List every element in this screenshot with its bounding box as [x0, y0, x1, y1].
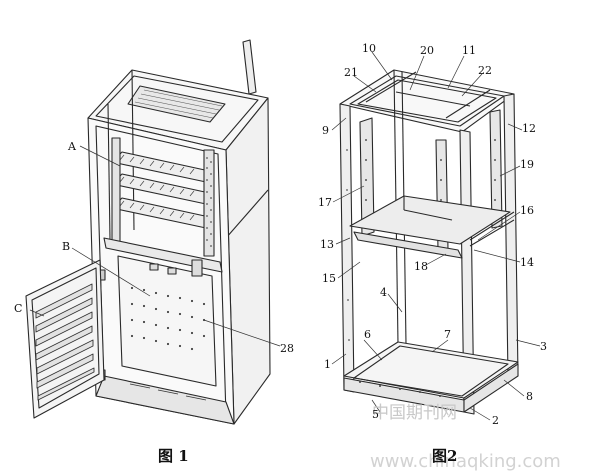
perforated-rail-right	[203, 149, 215, 257]
fig2-label-3: 3	[540, 340, 547, 353]
door-louvers	[35, 283, 95, 401]
fig2-label-4: 4	[380, 286, 387, 299]
fig2-label-10: 10	[362, 42, 376, 55]
mounting-rail-rear	[489, 109, 503, 229]
figure-2-caption: 图2	[432, 447, 457, 465]
fig2-label-16: 16	[520, 204, 534, 217]
middle-cross-beam	[349, 195, 511, 245]
fig2-label-17: 17	[318, 196, 332, 209]
fig2-label-18: 18	[414, 260, 428, 273]
figure-1-caption: 图 1	[158, 447, 189, 465]
fig2-label-21: 21	[344, 66, 358, 79]
fig2-label-8: 8	[526, 390, 533, 403]
fig2-label-15: 15	[322, 272, 336, 285]
fig1-label-a: A	[67, 140, 77, 153]
watermark-url: www.chinaqking.com	[370, 451, 561, 472]
rear-right-post	[503, 93, 519, 379]
fig2-label-12: 12	[522, 122, 536, 135]
fig1-label-c: C	[14, 302, 22, 315]
fig1-label-28: 28	[280, 342, 294, 355]
bottom-frame	[343, 341, 519, 399]
figure-2-frame	[339, 69, 519, 415]
fig2-label-20: 20	[420, 44, 434, 57]
fig2-label-11: 11	[462, 44, 476, 57]
figure-1-cabinet	[25, 39, 271, 425]
front-left-post	[339, 103, 355, 393]
fig2-label-14: 14	[520, 256, 534, 269]
figure-2-leaders	[331, 51, 541, 421]
mounting-plate	[117, 255, 217, 387]
antenna	[242, 39, 257, 95]
watermark-cn: 中国期刊网	[372, 403, 457, 423]
fig2-label-22: 22	[478, 64, 492, 77]
fig1-label-b: B	[62, 240, 70, 253]
fig2-label-19: 19	[520, 158, 534, 171]
fig2-label-7: 7	[444, 328, 451, 341]
mounting-rail-left	[359, 117, 375, 237]
front-right-post	[459, 129, 475, 415]
bottom-plinth	[95, 375, 235, 425]
figure-1-leaders	[29, 145, 281, 347]
fig2-label-5: 5	[372, 408, 379, 421]
perforated-rail-left	[111, 137, 121, 243]
fig2-label-9: 9	[322, 124, 329, 137]
fig2-label-1: 1	[324, 358, 331, 371]
fig2-label-13: 13	[320, 238, 334, 251]
fig2-label-6: 6	[364, 328, 371, 341]
fig2-label-2: 2	[492, 414, 499, 427]
